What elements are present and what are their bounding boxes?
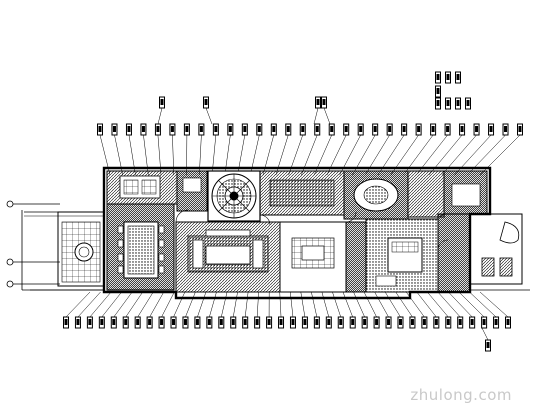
callout-tag (182, 291, 196, 329)
callout-tag (266, 291, 273, 329)
callout-tag (363, 291, 380, 329)
dining-room (106, 203, 175, 291)
callout-tag (435, 85, 441, 98)
master-suite (365, 213, 471, 293)
callout-tag (321, 291, 332, 329)
callout-tag (300, 291, 308, 329)
callout-tag (384, 291, 404, 329)
callout-tag (203, 96, 213, 125)
callout-tag (98, 291, 122, 329)
terrace-left (24, 211, 105, 291)
callout-tag (122, 291, 143, 329)
callout-tag (194, 291, 207, 329)
callout-tag (455, 97, 461, 110)
callout-tag (435, 71, 441, 84)
upper-hall (259, 170, 488, 220)
terrace-right (469, 213, 530, 291)
kitchen (106, 170, 208, 212)
callout-tag (146, 291, 165, 329)
callout-tag (230, 291, 238, 329)
living-room (175, 221, 281, 293)
callout-tag (416, 291, 440, 329)
callout-tag (63, 291, 91, 329)
callout-tag (254, 291, 261, 329)
callout-tag (481, 327, 491, 352)
callout-tag (74, 291, 101, 329)
callout-layer (63, 71, 523, 352)
callout-tag (342, 291, 356, 329)
callout-tag (395, 291, 416, 329)
callout-tag (465, 97, 471, 110)
foyer-rotunda (207, 170, 261, 222)
callout-tag (158, 291, 175, 329)
callout-tag (206, 291, 217, 329)
callout-tag (427, 291, 452, 329)
callout-tag (218, 291, 228, 329)
callout-tag (455, 71, 461, 84)
callout-tag (435, 97, 441, 110)
callout-tag (469, 291, 500, 329)
callout-tag (448, 291, 476, 329)
callout-tag (321, 96, 331, 125)
lounge (279, 221, 367, 293)
callout-tag (278, 291, 285, 329)
callout-tag (157, 96, 165, 125)
callout-tag (445, 97, 451, 110)
callout-tag (445, 71, 451, 84)
callout-tag (86, 291, 112, 329)
callout-tag (479, 291, 511, 329)
callout-tag (437, 291, 464, 329)
watermark: zhulong.com (410, 386, 512, 404)
callout-tag (242, 291, 249, 329)
callout-tag (332, 291, 344, 329)
door-arcs (175, 209, 449, 251)
callout-tag (134, 291, 154, 329)
callout-tag (353, 291, 368, 329)
callout-tag (313, 96, 321, 125)
callout-tag (374, 291, 392, 329)
callout-tag (311, 291, 320, 329)
callout-tag (110, 291, 133, 329)
callout-tag (289, 291, 296, 329)
callout-tag (170, 291, 186, 329)
callout-tag (458, 291, 488, 329)
